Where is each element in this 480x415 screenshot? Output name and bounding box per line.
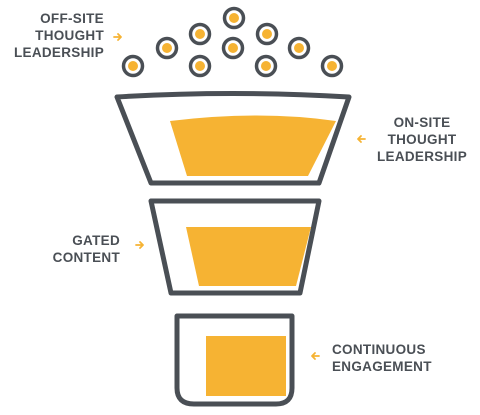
funnel-middle-segment — [148, 198, 322, 296]
funnel-top-segment — [114, 91, 352, 186]
label-continuous: CONTINUOUS ENGAGEMENT — [332, 341, 472, 375]
particle-dot-core — [128, 61, 138, 71]
label-line: LEADERSHIP — [13, 45, 104, 60]
arrow-right-icon — [135, 241, 144, 249]
particle-dot-core — [294, 43, 304, 53]
particle-dot-core — [195, 61, 205, 71]
particle-dot-core — [195, 29, 205, 39]
label-line: OFF-SITE — [40, 11, 104, 26]
label-line: CONTENT — [52, 250, 120, 265]
label-line: GATED — [72, 233, 120, 248]
label-line: CONTINUOUS — [332, 342, 426, 357]
arrow-left-icon — [357, 135, 366, 143]
label-on-site: ON-SITE THOUGHT LEADERSHIP — [372, 114, 472, 165]
label-gated: GATED CONTENT — [30, 232, 120, 266]
label-off-site: OFF-SITE THOUGHT LEADERSHIP — [4, 10, 104, 61]
label-line: THOUGHT — [35, 28, 104, 43]
label-line: THOUGHT — [387, 132, 457, 147]
funnel-bottom-segment — [174, 313, 295, 407]
label-line: ENGAGEMENT — [332, 359, 432, 374]
funnel-bottom-fill — [206, 336, 286, 396]
particle-dots — [121, 6, 344, 78]
particle-dot-core — [162, 43, 172, 53]
particle-dot-core — [261, 61, 271, 71]
particle-dot-core — [228, 43, 238, 53]
label-line: LEADERSHIP — [376, 149, 467, 164]
arrow-right-icon — [113, 33, 122, 41]
funnel-top-fill — [170, 115, 336, 176]
funnel-middle-fill — [186, 227, 311, 286]
label-line: ON-SITE — [393, 115, 451, 130]
particle-dot-core — [262, 29, 272, 39]
particle-dot-core — [327, 61, 337, 71]
arrow-left-icon — [311, 352, 320, 360]
particle-dot-core — [229, 13, 239, 23]
